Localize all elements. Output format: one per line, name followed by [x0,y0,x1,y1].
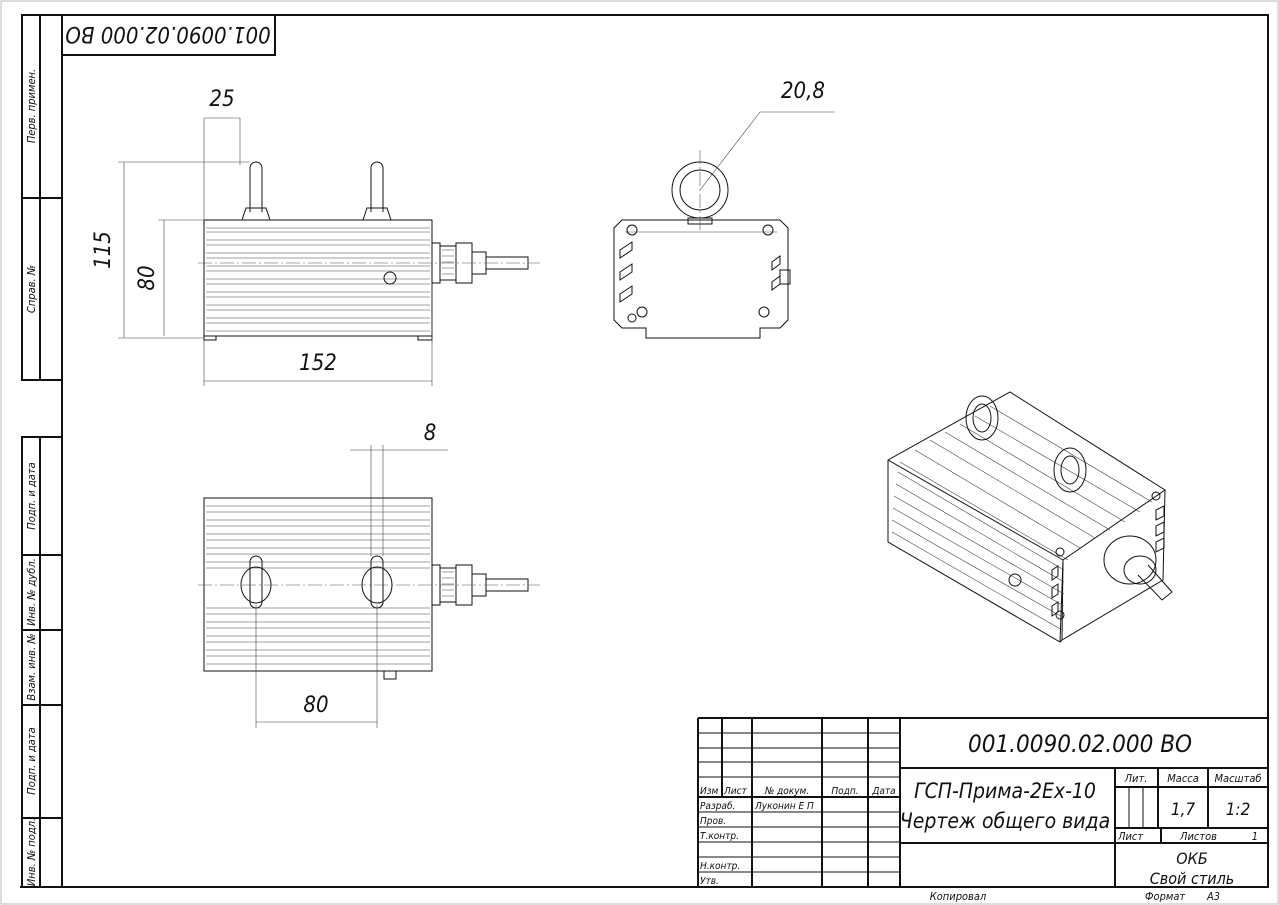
dim-label: 25 [209,87,234,112]
dim-label: 80 [303,693,328,718]
dim-label: 20,8 [781,79,825,104]
scale-label: Масштаб [1214,772,1261,785]
side-view: 20,8 [613,79,835,339]
strip-label: Перв. примен. [25,69,38,143]
strip-label: Инв. № дубл. [25,558,38,626]
header-izm: Изм [700,786,719,797]
strip-label: Взам. инв. № [25,633,38,700]
header-sign: Подп. [831,786,858,797]
document-code: 001.0090.02.000 ВО [968,730,1192,758]
header-date: Дата [871,786,895,797]
role-checker: Пров. [700,816,726,827]
sheets-value: 1 [1252,830,1258,843]
top-stamp: 001.0090.02.000 ВО [62,15,276,56]
screw-icon [383,271,397,285]
mass-label: Масса [1167,772,1199,785]
format-value: A3 [1206,890,1220,903]
dim-label: 8 [424,421,437,446]
dim-label: 80 [135,265,160,290]
front-view: 25 115 80 152 [91,87,540,386]
format-label: Формат [1145,890,1185,903]
top-view: 8 80 [198,421,540,728]
dim-label: 152 [299,351,337,376]
scale-value: 1:2 [1226,800,1251,820]
sheet-label: Лист [1117,830,1143,843]
strip-label: Подп. и дата [25,462,38,529]
dim-label: 115 [91,231,116,269]
org-name: ОКБ [1176,849,1208,868]
copied-label: Копировал [930,890,987,903]
lit-label: Лит. [1124,772,1148,785]
drawing-type: Чертеж общего вида [900,809,1110,833]
title-block: 001.0090.02.000 ВО Изм Лист № докум. Под… [20,717,1268,903]
org-name-2: Свой стиль [1150,869,1235,888]
product-name: ГСП-Прима-2Ex-10 [914,779,1096,803]
stamp-code: 001.0090.02.000 ВО [65,21,270,46]
side-strip: Перв. примен. Справ. № Подп. и дата Инв.… [21,14,63,888]
strip-label: Справ. № [25,265,38,313]
header-doc: № докум. [764,786,809,797]
role-developer: Разраб. [700,800,735,812]
developer-name: Луконин Е П [754,801,814,812]
header-list: Лист [723,786,748,797]
role-norm-control: Н.контр. [700,861,740,872]
strip-label: Инв. № подл. [25,818,38,886]
strip-label: Подп. и дата [25,727,38,794]
mass-value: 1,7 [1171,800,1196,820]
role-tech-control: Т.контр. [700,831,739,842]
isometric-view [887,391,1173,643]
sheets-label: Листов [1179,830,1217,843]
role-approved: Утв. [700,876,719,887]
